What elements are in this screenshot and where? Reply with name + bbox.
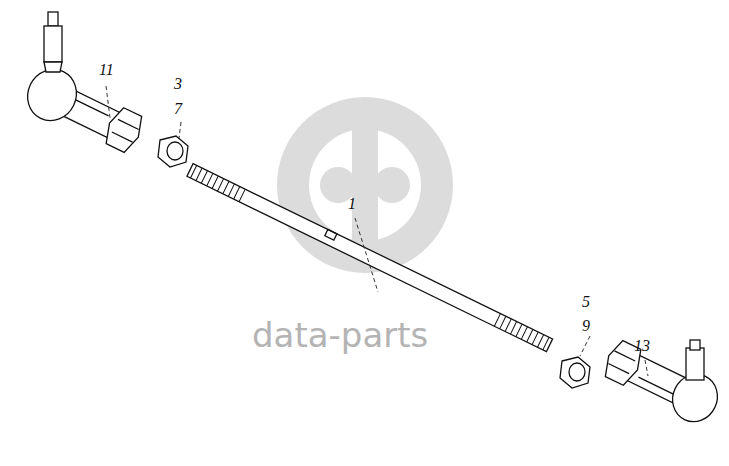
- right-tie-rod-end: [598, 334, 725, 429]
- watermark: data-parts: [252, 318, 428, 352]
- left-tie-rod-end: [19, 12, 150, 160]
- callout-number: 5: [582, 294, 590, 310]
- callout-number: 1: [348, 196, 356, 212]
- callout-number: 7: [174, 101, 182, 117]
- leader-lines: [106, 86, 648, 376]
- tie-rod-tube: [187, 164, 553, 352]
- callout-number: 11: [99, 62, 114, 78]
- callout-number: 9: [582, 318, 590, 334]
- callout-number: 3: [174, 76, 182, 92]
- watermark-logo: [277, 97, 453, 273]
- callout-number: 13: [634, 338, 650, 354]
- lock-nut: [560, 357, 590, 388]
- lock-nut: [158, 136, 188, 167]
